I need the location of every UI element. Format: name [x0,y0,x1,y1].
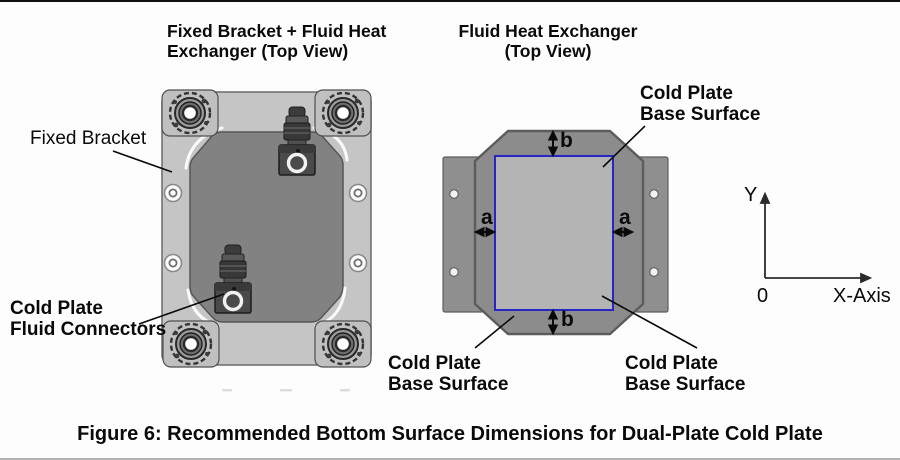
fluid-connector-icon [278,106,316,176]
right-view-title: Fluid Heat Exchanger (Top View) [458,21,638,61]
x-axis-arrowhead-icon [860,272,873,284]
origin-label: 0 [757,285,769,307]
dimension-arrows [473,129,635,336]
base-surface-top-leader-line [602,125,646,168]
dim-b-top-label: b [560,129,573,152]
heat-exchanger-panel [189,131,344,323]
fixed-bracket-assembly-drawing [112,89,372,392]
base-surface-top-label: Cold Plate Base Surface [640,83,761,126]
flange-hole-icon [449,189,459,199]
base-surface-bottom-left-leader-line [474,315,515,349]
bottom-border-line [0,458,900,460]
flange-hole-icon [649,267,659,277]
figure-caption: Figure 6: Recommended Bottom Surface Dim… [77,423,823,445]
dim-b-bottom-label: b [561,308,574,331]
corner-fasteners [161,89,372,368]
shadow-smudges [222,389,350,392]
fluid-connectors-leader-line [138,293,225,325]
washer-icon [348,253,368,273]
fastener-icon [314,89,372,137]
top-border-line [0,0,900,2]
x-axis-label: X-Axis [833,285,891,307]
cold-plate-base-surface-area [494,155,614,311]
flange-holes [449,189,659,277]
heat-exchanger-drawing [442,125,698,349]
bracket-washer-holes [163,183,368,273]
fluid-connector-icon [214,244,252,314]
left-view-title: Fixed Bracket + Fluid Heat Exchanger (To… [167,21,387,61]
flange-hole-icon [449,267,459,277]
flange-hole-icon [649,189,659,199]
fixed-bracket-label: Fixed Bracket [30,128,147,149]
fastener-icon [314,320,372,368]
base-surface-bottom-left-label: Cold Plate Base Surface [388,353,509,396]
fluid-connectors-label: Cold Plate Fluid Connectors [10,298,167,341]
base-surface-bottom-right-leader-line [601,295,698,349]
y-axis-label: Y [744,184,758,206]
washer-icon [163,253,183,273]
y-axis-arrowhead-icon [759,191,771,204]
fluid-connectors [214,106,316,314]
base-surface-bottom-right-label: Cold Plate Base Surface [625,353,746,396]
fastener-icon [161,89,219,137]
coordinate-axes [759,191,873,284]
washer-icon [348,183,368,203]
fastener-icon [162,320,220,368]
fixed-bracket-leader-line [112,150,173,173]
washer-icon [163,183,183,203]
dim-a-left-label: a [481,206,493,229]
dim-a-right-label: a [619,206,631,229]
